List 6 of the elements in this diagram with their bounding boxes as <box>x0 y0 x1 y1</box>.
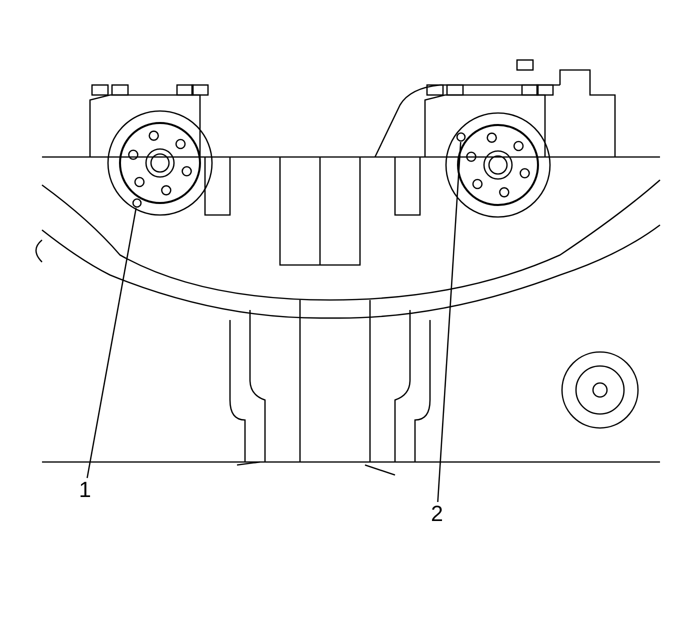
callout-number: 2 <box>428 502 446 526</box>
leader-line <box>86 208 137 478</box>
locating-pin-hole <box>456 132 466 142</box>
locating-pin-hole <box>132 198 142 208</box>
leader-line <box>437 142 462 502</box>
callout-number: 1 <box>76 478 94 502</box>
